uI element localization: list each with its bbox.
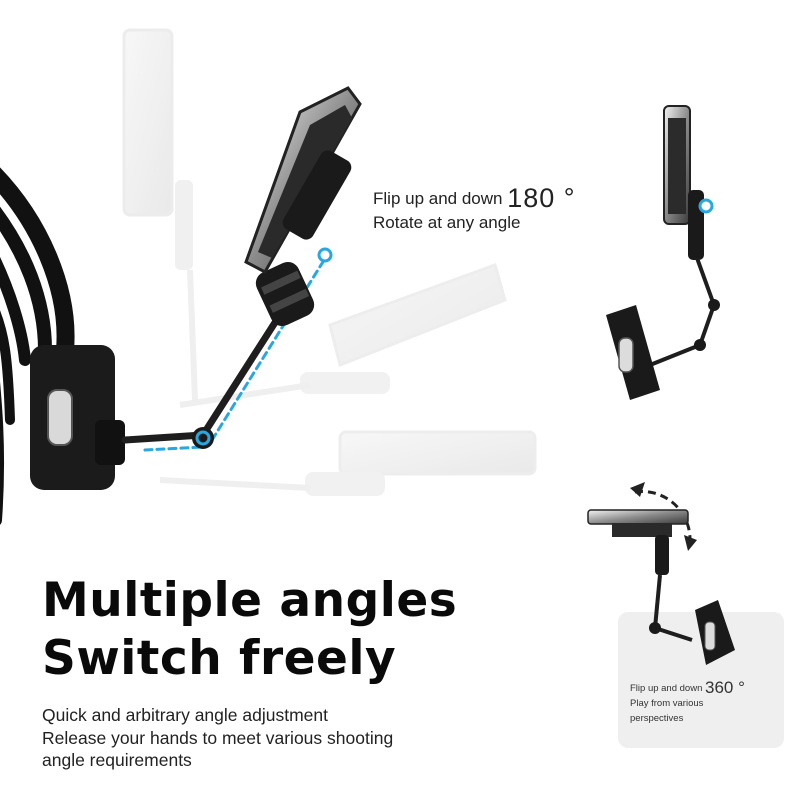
callout-flip-360-degrees: 360 ° xyxy=(705,678,745,697)
description-line-3: angle requirements xyxy=(42,750,192,770)
description-line-2: Release your hands to meet various shoot… xyxy=(42,727,394,748)
main-phone xyxy=(244,86,362,275)
right-phone xyxy=(606,105,720,400)
small-phone xyxy=(587,509,689,575)
callout-flip-360-line2: Play from various xyxy=(630,698,704,709)
callout-flip-360-text: Flip up and down xyxy=(630,683,703,694)
headline-line-1: Multiple angles xyxy=(42,573,458,628)
main-clamp xyxy=(30,345,125,490)
callout-flip-360-line3: perspectives xyxy=(630,713,684,724)
description-line-1: Quick and arbitrary angle adjustment xyxy=(42,705,328,725)
callout-flip-360: Flip up and down 360 ° Play from various… xyxy=(630,678,745,726)
headline-line-2: Switch freely xyxy=(42,631,397,686)
headline: Multiple angles Switch freely xyxy=(42,572,457,688)
main-arm xyxy=(121,247,333,452)
callout-flip-180-subtext: Rotate at any angle xyxy=(373,213,521,232)
callout-flip-180-degrees: 180 ° xyxy=(507,183,576,213)
ball-joint xyxy=(255,261,315,327)
rotation-arrow-icon xyxy=(630,482,697,551)
headrest-cables xyxy=(0,167,75,525)
ghost-phones xyxy=(122,28,537,496)
description: Quick and arbitrary angle adjustment Rel… xyxy=(42,704,393,772)
callout-flip-180: Flip up and down 180 ° Rotate at any ang… xyxy=(373,183,576,235)
callout-flip-180-text: Flip up and down xyxy=(373,189,503,208)
